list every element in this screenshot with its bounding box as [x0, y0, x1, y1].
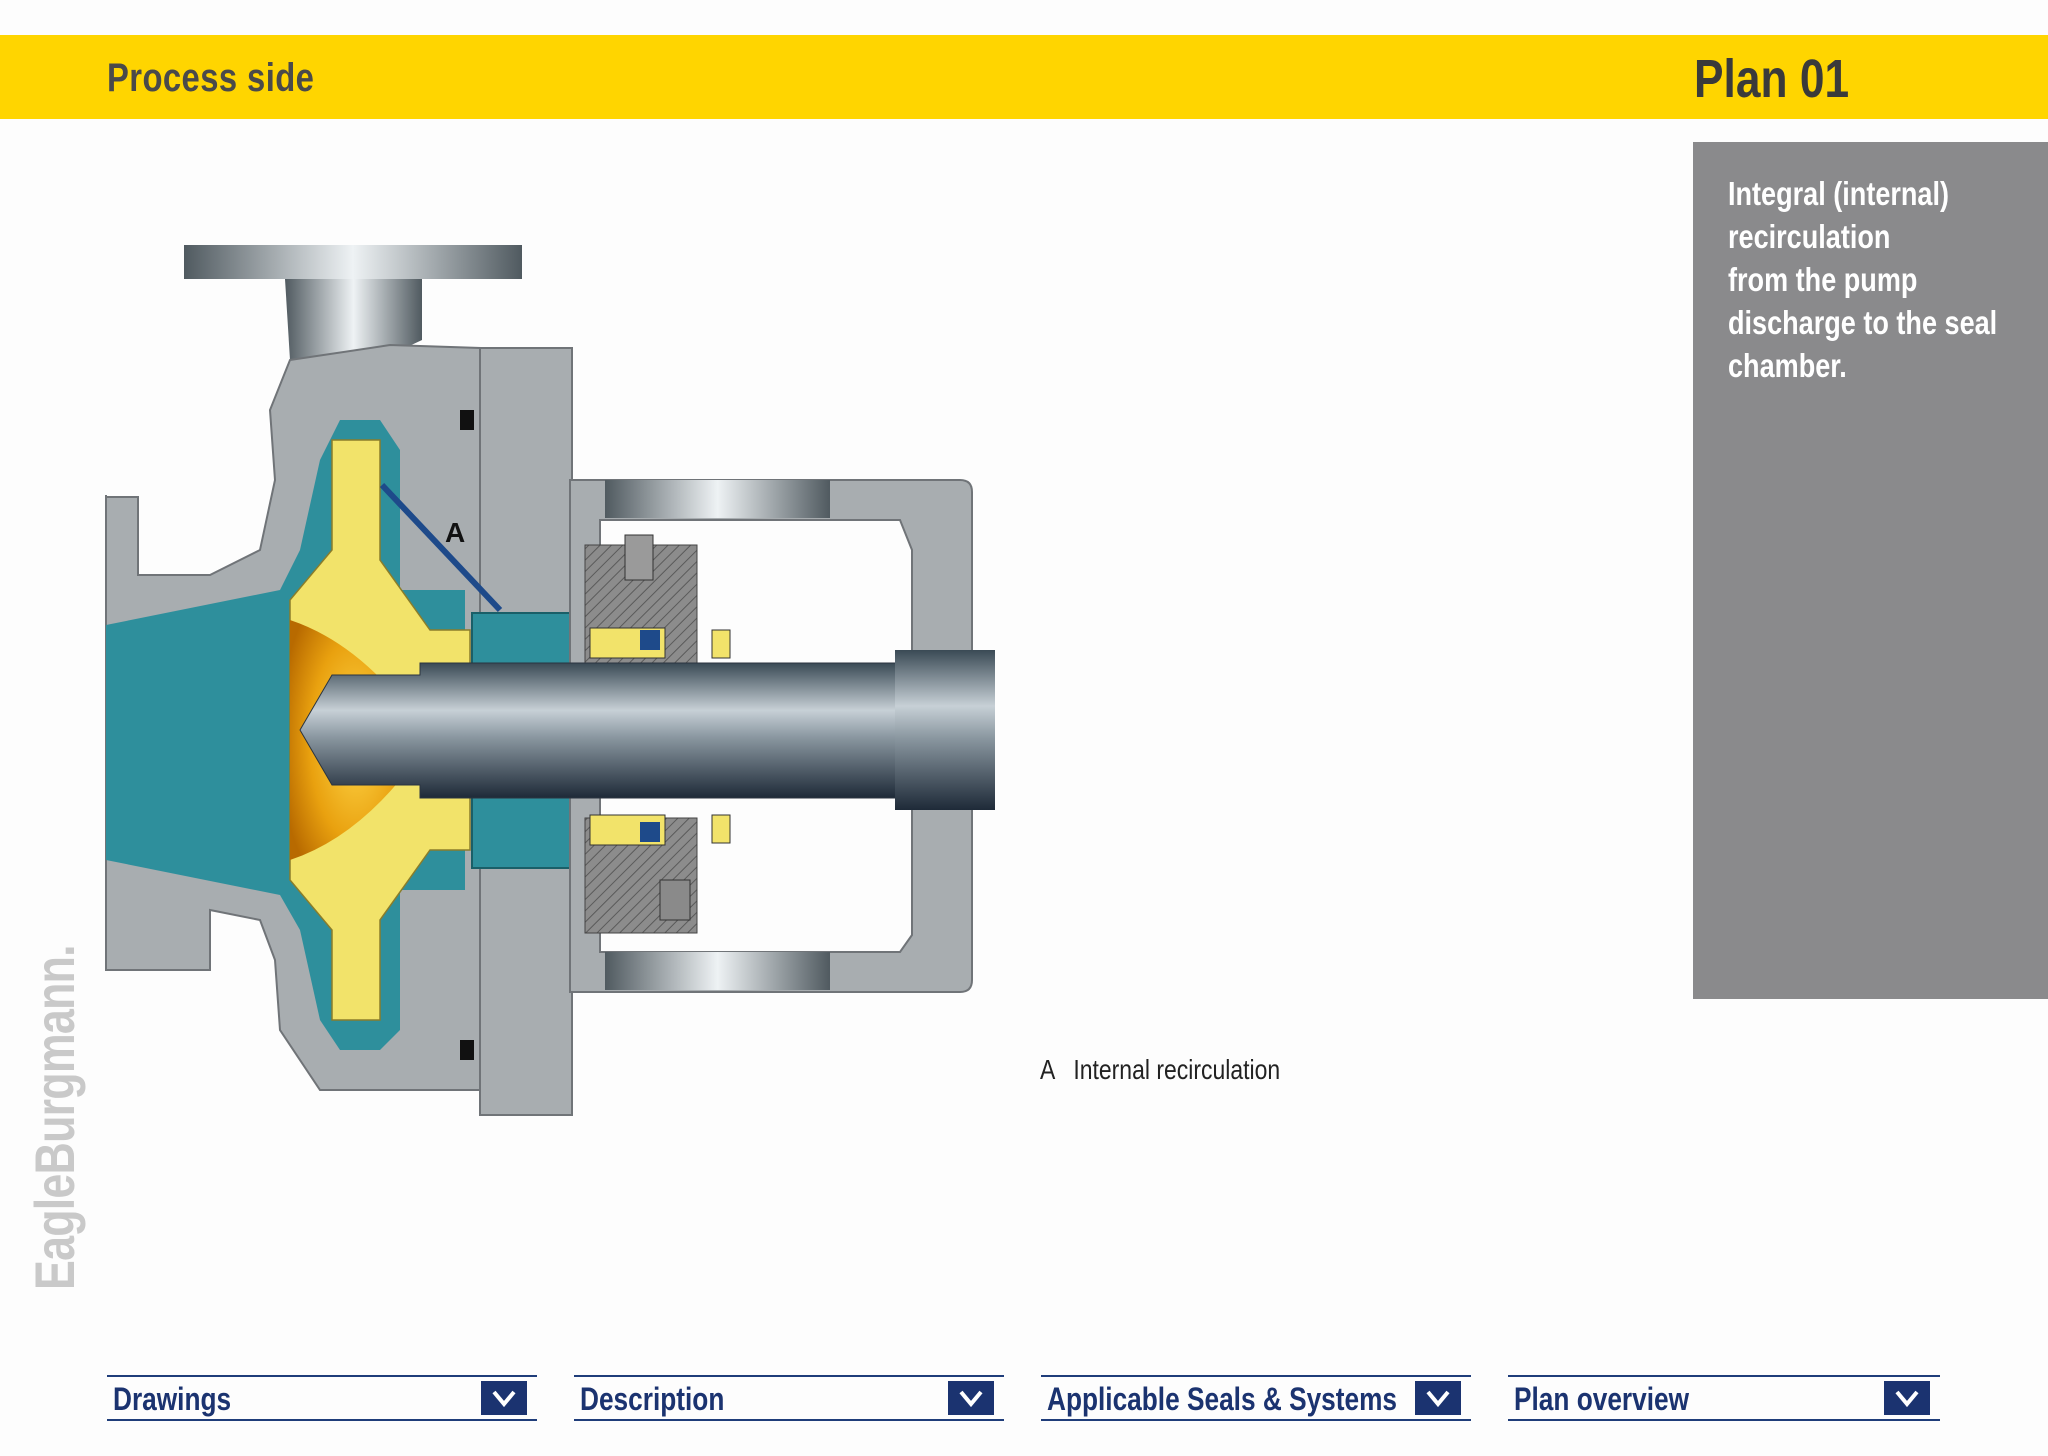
chevron-down-icon — [1884, 1381, 1930, 1415]
nav-applicable-seals-button[interactable]: Applicable Seals & Systems — [1041, 1375, 1471, 1421]
legend-key: A — [1040, 1054, 1056, 1085]
description-text: Integral (internal) recirculation from t… — [1728, 172, 1998, 387]
nav-drawings-button[interactable]: Drawings — [107, 1375, 537, 1421]
diagram-legend: A Internal recirculation — [1040, 1054, 1280, 1086]
nav-label: Plan overview — [1514, 1381, 1690, 1417]
description-line: Integral (internal) — [1728, 175, 1950, 212]
callout-label: A — [445, 517, 465, 548]
nav-plan-overview-button[interactable]: Plan overview — [1508, 1375, 1940, 1421]
header-bar — [0, 35, 2048, 119]
suction-inlet — [106, 590, 280, 895]
nav-description-button[interactable]: Description — [574, 1375, 1004, 1421]
chevron-down-icon — [948, 1381, 994, 1415]
plan-title: Plan 01 — [1694, 49, 1850, 109]
description-line: discharge to the seal — [1728, 304, 1998, 341]
nav-label: Description — [580, 1381, 725, 1417]
brand-wordmark: EagleBurgmann. — [23, 945, 86, 1290]
legend-text: Internal recirculation — [1073, 1054, 1281, 1085]
section-title: Process side — [107, 56, 315, 100]
brand-logo: EagleBurgmann. — [22, 859, 87, 1290]
description-line: recirculation — [1728, 218, 1891, 255]
description-line: chamber. — [1728, 347, 1847, 384]
description-panel: Integral (internal) recirculation from t… — [1693, 142, 2048, 999]
chevron-down-icon — [1415, 1381, 1461, 1415]
pump-shaft — [299, 650, 995, 810]
recirculation-line — [379, 482, 503, 613]
description-line: from the pump — [1728, 261, 1918, 298]
nav-label: Applicable Seals & Systems — [1047, 1381, 1398, 1417]
chevron-down-icon — [481, 1381, 527, 1415]
mechanical-seal — [589, 627, 731, 846]
discharge-flange — [184, 245, 522, 360]
pump-cross-section-diagram: A — [105, 245, 995, 1116]
nav-label: Drawings — [113, 1381, 232, 1417]
